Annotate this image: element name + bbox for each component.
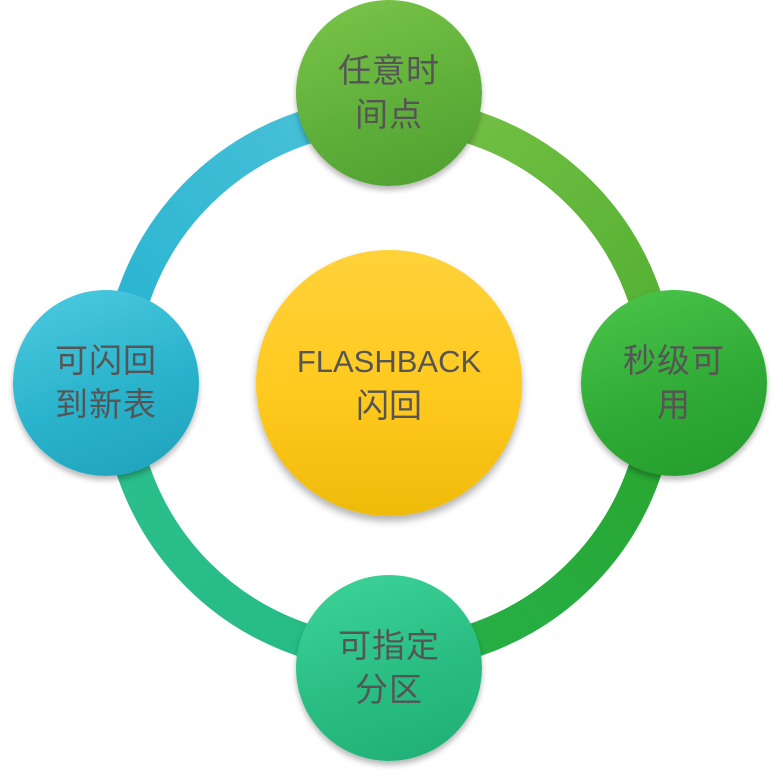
node-right-label: 秒级可 用 — [623, 339, 725, 427]
center-flashback-circle: FLASHBACK 闪回 — [256, 250, 522, 516]
node-bottom-line1: 可指定 — [338, 626, 440, 665]
node-left-label: 可闪回 到新表 — [55, 339, 157, 427]
node-top-label: 任意时 间点 — [338, 49, 440, 137]
node-left-line2: 到新表 — [55, 385, 157, 424]
node-specify-partition: 可指定 分区 — [296, 575, 482, 761]
center-label: FLASHBACK 闪回 — [297, 339, 481, 428]
node-top-line2: 间点 — [355, 95, 423, 134]
node-top-line1: 任意时 — [338, 51, 440, 90]
node-bottom-line2: 分区 — [355, 670, 423, 709]
node-any-point-in-time: 任意时 间点 — [296, 0, 482, 186]
node-right-line1: 秒级可 — [623, 341, 725, 380]
node-right-line2: 用 — [657, 385, 691, 424]
node-bottom-label: 可指定 分区 — [338, 624, 440, 712]
center-title-en: FLASHBACK — [296, 343, 482, 379]
node-available-in-seconds: 秒级可 用 — [581, 290, 767, 476]
center-title-zh: 闪回 — [356, 385, 422, 425]
node-flashback-to-new-table: 可闪回 到新表 — [13, 290, 199, 476]
node-left-line1: 可闪回 — [55, 341, 157, 380]
